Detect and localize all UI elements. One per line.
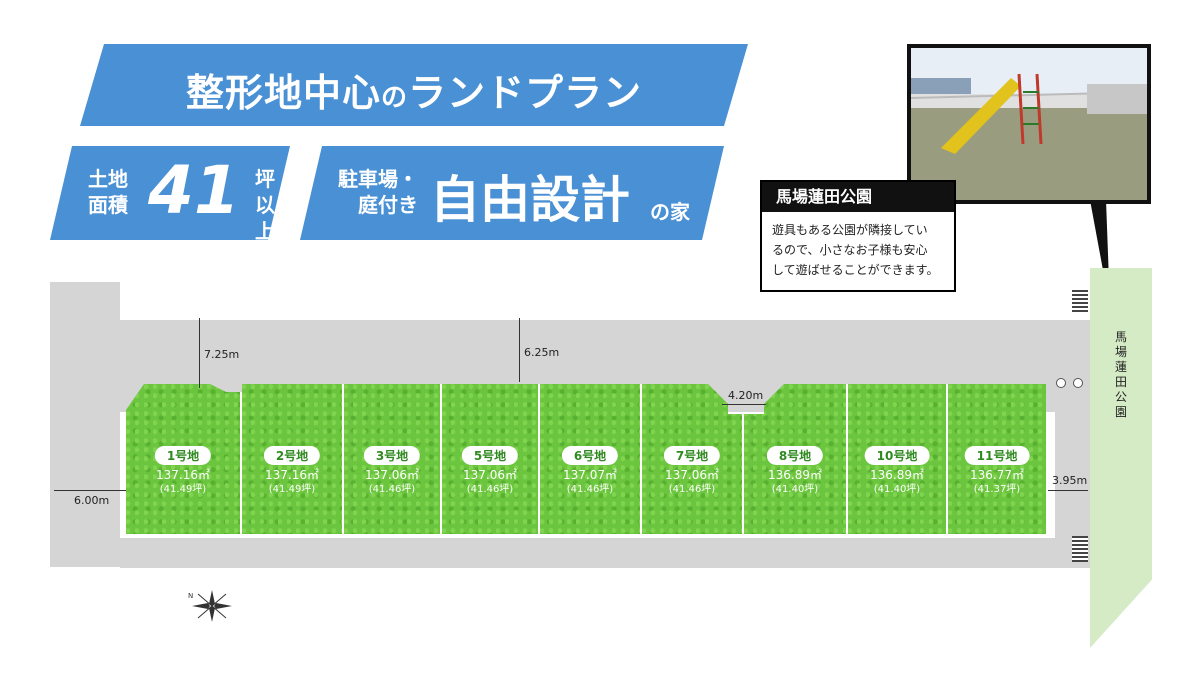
dim-top-road-a: 7.25m bbox=[204, 348, 240, 361]
lot-11[interactable]: 11号地 136.77㎡ (41.37坪) bbox=[948, 384, 1046, 534]
playground-illustration bbox=[911, 48, 1147, 200]
dim-top-road-b: 6.25m bbox=[524, 346, 560, 359]
land-area-value: 41 bbox=[148, 152, 240, 229]
lot-tsubo: (41.49坪) bbox=[159, 484, 207, 495]
dim-right-road: 3.95m bbox=[1052, 474, 1088, 487]
lot-area: 137.07㎡ bbox=[563, 468, 617, 482]
dim-line-notch bbox=[722, 404, 766, 405]
lot-number: 1号地 bbox=[154, 446, 212, 465]
park-callout-text: 遊具もある公園が隣接してい るので、小さなお子様も安心 して遊ばせることができま… bbox=[772, 223, 939, 277]
park-callout: 馬場蓮田公園 遊具もある公園が隣接してい るので、小さなお子様も安心 して遊ばせ… bbox=[760, 180, 956, 292]
lot-tsubo: (41.40坪) bbox=[873, 484, 921, 495]
dim-line-right bbox=[1048, 490, 1088, 491]
land-area-unit: 坪以上 bbox=[255, 167, 275, 243]
lot-number: 7号地 bbox=[663, 446, 721, 465]
lot-area: 137.06㎡ bbox=[365, 468, 419, 482]
lot-area: 136.89㎡ bbox=[870, 468, 924, 482]
lot-tsubo: (41.46坪) bbox=[368, 484, 416, 495]
compass-icon: N bbox=[188, 590, 232, 622]
marker-circle bbox=[1056, 378, 1066, 388]
land-area-label: 土地面積 bbox=[88, 167, 128, 217]
lot-1[interactable]: 1号地 137.16㎡ (41.49坪) bbox=[126, 384, 242, 534]
lot-area: 137.16㎡ bbox=[156, 468, 210, 482]
lot-5[interactable]: 5号地 137.06㎡ (41.46坪) bbox=[442, 384, 540, 534]
dim-line-top-b bbox=[519, 318, 520, 382]
road-bottom bbox=[120, 538, 1090, 568]
lot-tsubo: (41.37坪) bbox=[973, 484, 1021, 495]
free-design-suffix: の家 bbox=[650, 200, 690, 224]
lot-number: 6号地 bbox=[561, 446, 619, 465]
lot-tsubo: (41.46坪) bbox=[668, 484, 716, 495]
compass-north-label: N bbox=[188, 592, 193, 600]
lot-number: 3号地 bbox=[363, 446, 421, 465]
park-area: 馬場蓮田公園 bbox=[1090, 268, 1152, 648]
lot-area: 137.06㎡ bbox=[463, 468, 517, 482]
dim-line-left bbox=[54, 490, 126, 491]
park-callout-title: 馬場蓮田公園 bbox=[762, 182, 954, 212]
free-design-banner: 駐車場・庭付き 自由設計 の家 bbox=[300, 146, 724, 240]
lot-area: 137.16㎡ bbox=[265, 468, 319, 482]
lot-10[interactable]: 10号地 136.89㎡ (41.40坪) bbox=[848, 384, 948, 534]
stairs-top bbox=[1072, 290, 1088, 314]
marker-circle bbox=[1073, 378, 1083, 388]
lot-tsubo: (41.40坪) bbox=[771, 484, 819, 495]
park-photo bbox=[907, 44, 1151, 204]
lot-7[interactable]: 7号地 137.06㎡ (41.46坪) bbox=[642, 384, 744, 534]
dim-notch: 4.20m bbox=[728, 389, 764, 402]
free-design-label: 駐車場・庭付き bbox=[338, 167, 418, 217]
land-area-banner: 土地面積 41 坪以上 bbox=[50, 146, 290, 240]
free-design-value: 自由設計 bbox=[430, 171, 630, 229]
lot-2[interactable]: 2号地 137.16㎡ (41.49坪) bbox=[242, 384, 344, 534]
lot-area: 137.06㎡ bbox=[665, 468, 719, 482]
lot-tsubo: (41.46坪) bbox=[466, 484, 514, 495]
lot-tsubo: (41.46坪) bbox=[566, 484, 614, 495]
headline-banner: 整形地中心のランドプラン bbox=[80, 44, 748, 126]
road-left bbox=[50, 282, 120, 567]
lot-number: 10号地 bbox=[864, 446, 930, 465]
lot-number: 11号地 bbox=[964, 446, 1030, 465]
lot-area: 136.89㎡ bbox=[768, 468, 822, 482]
stairs-bottom bbox=[1072, 536, 1088, 562]
lot-number: 2号地 bbox=[263, 446, 321, 465]
lot-area: 136.77㎡ bbox=[970, 468, 1024, 482]
lot-number: 8号地 bbox=[766, 446, 824, 465]
lot-number: 5号地 bbox=[461, 446, 519, 465]
lot-6[interactable]: 6号地 137.07㎡ (41.46坪) bbox=[540, 384, 642, 534]
dim-left-road: 6.00m bbox=[74, 494, 110, 507]
lot-3[interactable]: 3号地 137.06㎡ (41.46坪) bbox=[344, 384, 442, 534]
park-label: 馬場蓮田公園 bbox=[1114, 330, 1127, 419]
lot-tsubo: (41.49坪) bbox=[268, 484, 316, 495]
dim-line-top-a bbox=[199, 318, 200, 388]
headline-text: 整形地中心のランドプラン bbox=[185, 71, 643, 115]
road-right bbox=[1055, 320, 1090, 568]
